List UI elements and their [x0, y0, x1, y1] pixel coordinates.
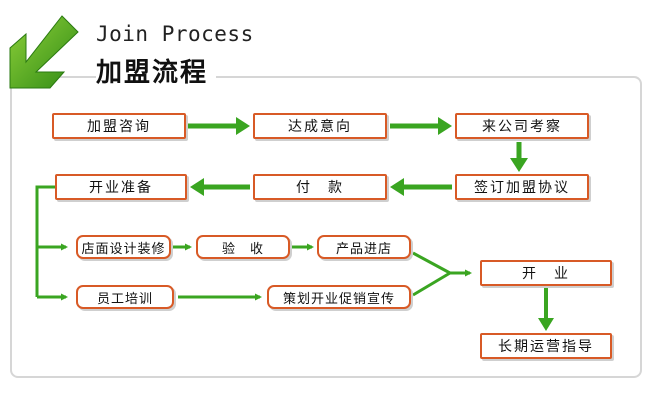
node-intent: 达成意向: [253, 113, 387, 139]
node-promotion: 策划开业促销宣传: [267, 285, 411, 309]
title-english: Join Process: [96, 22, 254, 46]
node-opening: 开 业: [480, 260, 612, 286]
arrow-opening-to-guidance: [538, 288, 554, 331]
title-chinese: 加盟流程: [96, 56, 217, 90]
node-visit: 来公司考察: [455, 113, 589, 139]
arrow-consult-to-intent: [188, 117, 250, 135]
node-training: 员工培训: [76, 285, 174, 309]
node-payment: 付 款: [253, 174, 387, 200]
arrows-merge-to-opening: [412, 251, 472, 297]
node-prepare: 开业准备: [55, 174, 187, 200]
green-down-left-arrow-icon: [9, 15, 79, 89]
arrow-contract-to-payment: [390, 178, 452, 196]
arrow-payment-to-prepare: [190, 178, 250, 196]
node-stock: 产品进店: [317, 235, 411, 259]
node-decoration: 店面设计装修: [76, 235, 171, 259]
node-consult: 加盟咨询: [52, 113, 186, 139]
arrow-intent-to-visit: [390, 117, 452, 135]
node-acceptance: 验 收: [196, 235, 290, 259]
node-contract: 签订加盟协议: [455, 174, 589, 200]
arrow-visit-to-contract: [510, 142, 528, 172]
branch-prepare-to-tasks: [35, 185, 68, 301]
node-guidance: 长期运营指导: [480, 333, 612, 359]
